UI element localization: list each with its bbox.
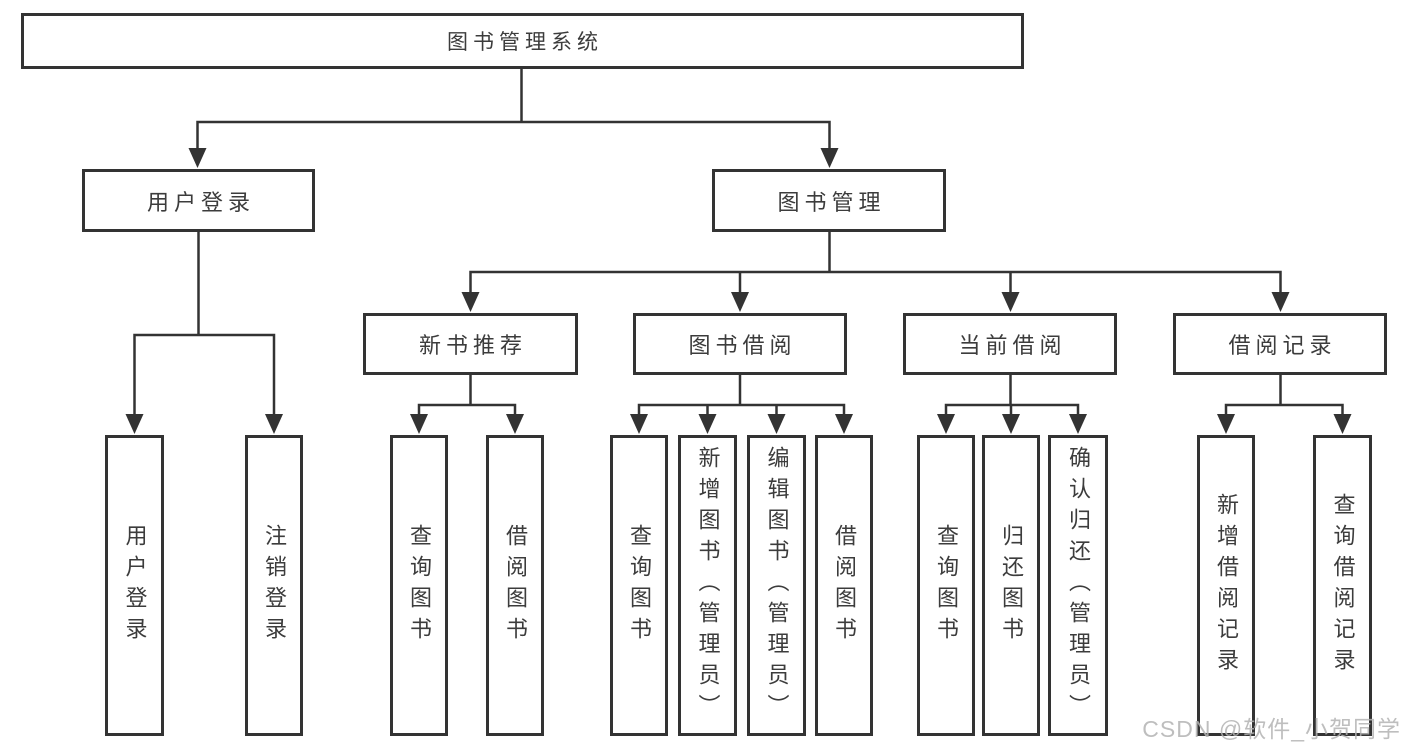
node-book-borrow: 图书借阅: [633, 313, 847, 375]
node-label: 查询图书: [407, 523, 432, 648]
node-label: 用户登录: [146, 189, 255, 215]
leaf-query-books-borrow: 查询图书: [610, 435, 668, 736]
leaf-query-borrow-record: 查询借阅记录: [1313, 435, 1372, 736]
leaf-user-login: 用户登录: [105, 435, 164, 736]
watermark: CSDN @软件_小贺同学: [1142, 716, 1401, 742]
node-label: 当前借阅: [958, 333, 1067, 358]
node-root-library-system: 图书管理系统: [21, 13, 1024, 69]
node-label: 编辑图书（管理员）: [764, 446, 790, 725]
node-label: 归还图书: [999, 523, 1024, 648]
node-label: 新增借阅记录: [1214, 492, 1239, 679]
node-label: 新增图书（管理员）: [695, 446, 721, 725]
node-label: 查询借阅记录: [1330, 492, 1356, 679]
node-new-book-recommend: 新书推荐: [363, 313, 578, 375]
node-label: 借阅图书: [503, 523, 528, 648]
leaf-add-borrow-record: 新增借阅记录: [1197, 435, 1255, 736]
node-label: 用户登录: [122, 523, 148, 648]
node-label: 图书借阅: [688, 333, 797, 358]
node-label: 图书管理: [777, 189, 886, 215]
node-label: 借阅图书: [832, 523, 857, 648]
node-label: 查询图书: [934, 523, 959, 648]
leaf-logout: 注销登录: [245, 435, 303, 736]
node-label: 图书管理系统: [447, 31, 603, 54]
leaf-add-books-admin: 新增图书（管理员）: [678, 435, 737, 736]
node-label: 确认归还（管理员）: [1066, 446, 1091, 725]
leaf-borrow-books: 借阅图书: [815, 435, 873, 736]
node-label: 借阅记录: [1228, 333, 1337, 358]
node-label: 注销登录: [262, 523, 287, 648]
node-user-login: 用户登录: [82, 169, 315, 232]
node-label: 新书推荐: [418, 333, 527, 358]
leaf-borrow-books-recommend: 借阅图书: [486, 435, 544, 736]
node-book-management: 图书管理: [712, 169, 946, 232]
node-borrow-records: 借阅记录: [1173, 313, 1387, 375]
leaf-confirm-return-admin: 确认归还（管理员）: [1048, 435, 1108, 736]
leaf-edit-books-admin: 编辑图书（管理员）: [747, 435, 806, 736]
leaf-return-books: 归还图书: [982, 435, 1040, 736]
leaf-query-books-recommend: 查询图书: [390, 435, 448, 736]
leaf-query-books-current: 查询图书: [917, 435, 975, 736]
node-current-borrow: 当前借阅: [903, 313, 1117, 375]
node-label: 查询图书: [627, 523, 652, 648]
